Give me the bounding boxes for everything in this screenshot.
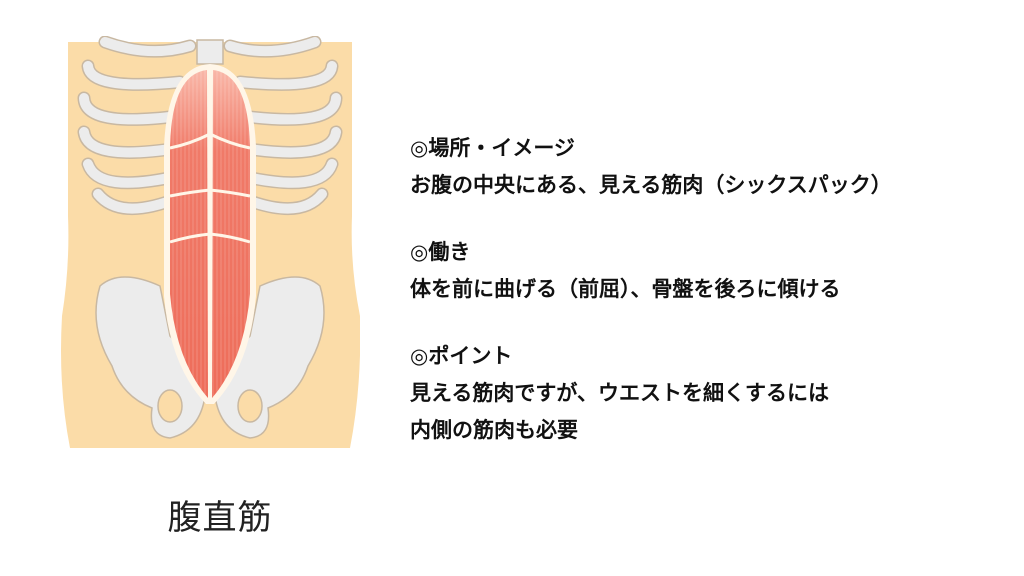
anatomy-diagram [61, 35, 361, 448]
pelvis [95, 276, 325, 439]
figure-caption: 腹直筋 [167, 498, 273, 538]
section-text: 見える筋肉ですが、ウエストを細くするには [410, 381, 829, 405]
section-heading: ◎場所・イメージ [410, 136, 575, 160]
section-text: 内側の筋肉も必要 [410, 418, 578, 442]
section-text: お腹の中央にある、見える筋肉（シックスパック） [410, 173, 892, 197]
rectus-abdominis-muscle [164, 64, 256, 404]
section-text: 体を前に曲げる（前屈）、骨盤を後ろに傾ける [410, 277, 841, 301]
rectus-abdominis-illustration [60, 35, 361, 456]
section-heading: ◎働き [410, 240, 471, 264]
section-function: ◎働き 体を前に曲げる（前屈）、骨盤を後ろに傾ける [410, 234, 1010, 308]
section-point: ◎ポイント 見える筋肉ですが、ウエストを細くするには 内側の筋肉も必要 [410, 338, 1010, 449]
section-location: ◎場所・イメージ お腹の中央にある、見える筋肉（シックスパック） [410, 130, 1010, 204]
sternum [196, 39, 224, 65]
section-heading: ◎ポイント [410, 344, 513, 368]
info-panel: ◎場所・イメージ お腹の中央にある、見える筋肉（シックスパック） ◎働き 体を前… [410, 130, 1010, 479]
